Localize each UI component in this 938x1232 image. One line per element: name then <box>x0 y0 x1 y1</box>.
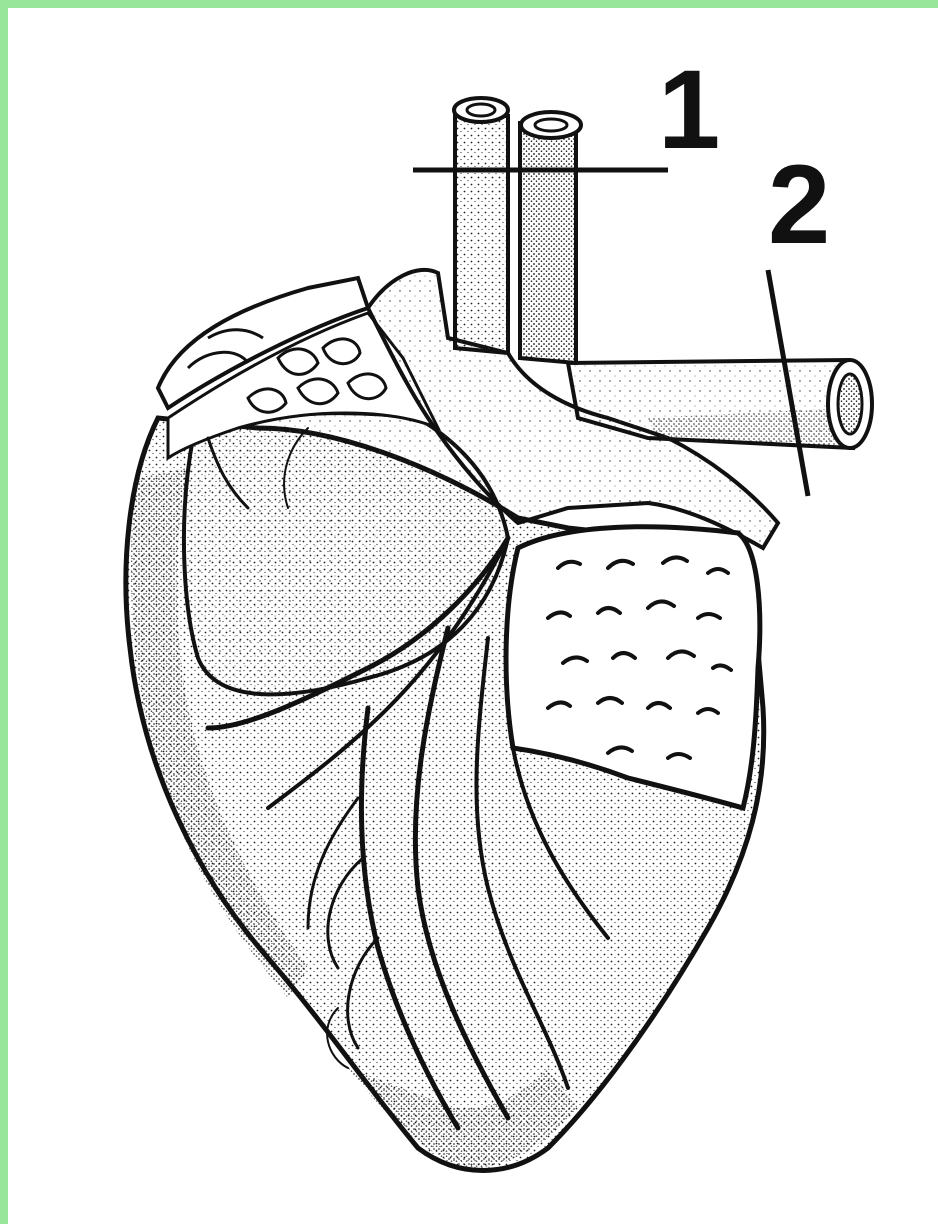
callout-label-2: 2 <box>768 142 830 267</box>
upper-vessels <box>454 98 581 363</box>
callout-label-1: 1 <box>658 47 720 172</box>
heart-diagram: 1 2 <box>8 8 938 1232</box>
